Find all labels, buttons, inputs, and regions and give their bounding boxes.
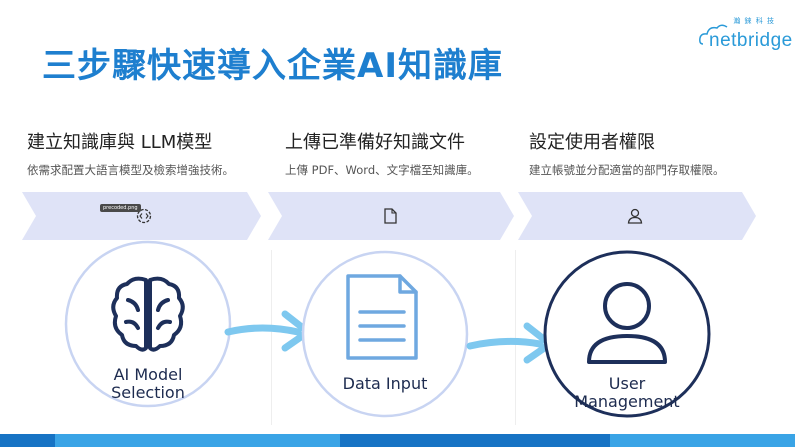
- data-input-label: Data Input: [342, 374, 428, 393]
- step-2-description: 上傳 PDF、Word、文字檔至知識庫。: [285, 163, 479, 177]
- chevron-step-2: [268, 192, 514, 240]
- step-1-description: 依需求配置大語言模型及檢索增強技術。: [27, 163, 234, 177]
- step-3-description: 建立帳號並分配適當的部門存取權限。: [529, 163, 725, 177]
- logo-small-text: 瀚 錸 科 技: [733, 17, 775, 25]
- circle-data-input: [301, 250, 469, 418]
- cloud-logo-icon: [699, 24, 728, 45]
- column-divider-2: [515, 250, 516, 425]
- footer-bar-segment-2: [55, 434, 340, 447]
- arrow-right-icon: [224, 324, 302, 336]
- logo-wordmark: netbridge: [709, 30, 793, 51]
- user-large-icon: [587, 282, 667, 364]
- step-1-heading: 建立知識庫與 LLM模型: [27, 132, 213, 153]
- document-icon: [384, 208, 397, 224]
- process-diagram: [64, 240, 711, 418]
- step-3-heading: 設定使用者權限: [529, 132, 655, 153]
- gear-code-icon: [136, 208, 152, 224]
- image-filename-tag: precoded.png: [100, 204, 141, 212]
- footer-bar-segment-3: [340, 434, 610, 447]
- footer-bar-segment-1: [0, 434, 55, 447]
- arrow-right-icon-2: [466, 337, 544, 350]
- user-icon: [627, 208, 643, 224]
- chevron-step-1: [22, 192, 261, 240]
- column-divider-1: [271, 250, 272, 425]
- netbridge-logo: 瀚 錸 科 技 netbridge: [697, 14, 792, 54]
- footer-bar-segment-4: [610, 434, 795, 447]
- slide-title: 三步驟快速導入企業AI知識庫: [42, 46, 503, 86]
- user-management-label: User Management: [574, 374, 680, 411]
- step-2-heading: 上傳已準備好知識文件: [285, 132, 465, 153]
- brain-icon: [111, 276, 185, 352]
- ai-model-label: AI Model Selection: [111, 365, 185, 402]
- document-large-icon: [346, 274, 418, 360]
